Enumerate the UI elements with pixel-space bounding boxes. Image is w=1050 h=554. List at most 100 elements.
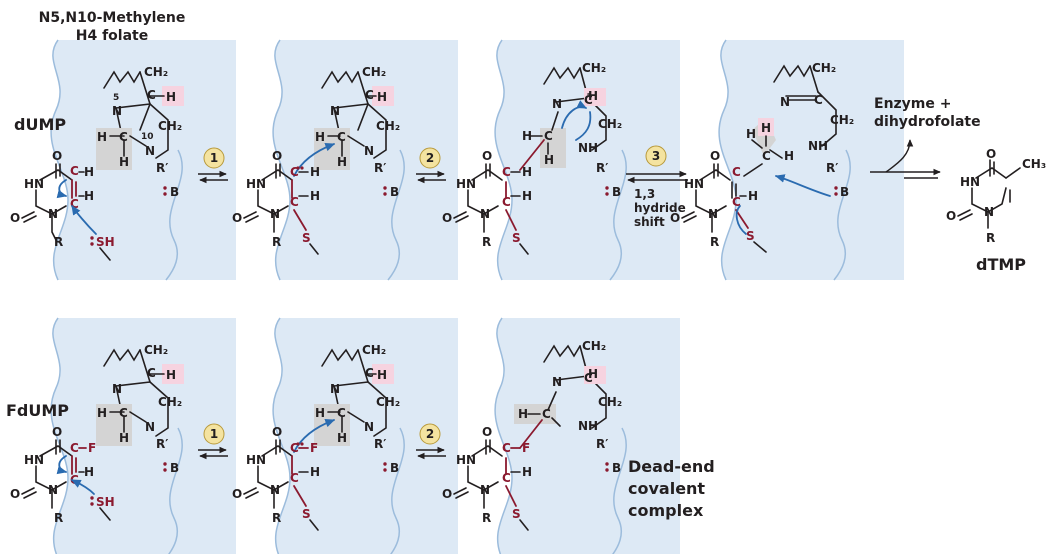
svg-text:N: N [480, 483, 490, 497]
svg-text:C: C [70, 197, 79, 211]
svg-text:CH₂: CH₂ [598, 395, 622, 409]
svg-text:R′: R′ [596, 437, 608, 451]
svg-text:S: S [512, 231, 521, 245]
svg-text:N: N [48, 483, 58, 497]
svg-text:CH₂: CH₂ [362, 343, 386, 357]
svg-text:H: H [522, 465, 532, 479]
svg-text:O: O [482, 425, 492, 439]
svg-text:H: H [310, 465, 320, 479]
svg-text:CH₂: CH₂ [830, 113, 854, 127]
panel-bottom-1-structures: N C CH₂ H CH₂ N R′ H C H O HN C C F H O … [10, 343, 184, 525]
svg-text:NH: NH [578, 141, 598, 155]
panel-top-4 [718, 39, 905, 281]
svg-text:H: H [748, 189, 758, 203]
svg-text:R′: R′ [826, 161, 838, 175]
cofactor-title-line1: N5,N10-Methylene [39, 10, 186, 26]
svg-text:N: N [330, 104, 340, 118]
substrate-label-bottom: FdUMP [6, 401, 69, 420]
svg-text:H: H [310, 165, 320, 179]
svg-text:O: O [232, 211, 242, 225]
svg-text:H: H [522, 165, 532, 179]
svg-text:NH: NH [808, 139, 828, 153]
svg-text:CH₂: CH₂ [812, 61, 836, 75]
svg-text:R′: R′ [596, 161, 608, 175]
svg-text:B: B [170, 185, 179, 199]
svg-text:O: O [482, 149, 492, 163]
svg-text:H: H [337, 431, 347, 445]
svg-text:C: C [119, 130, 128, 144]
svg-text:hydride: hydride [634, 201, 686, 215]
svg-text:R′: R′ [374, 161, 386, 175]
svg-text:B: B [612, 461, 621, 475]
svg-text:H: H [84, 465, 94, 479]
svg-text:C: C [502, 441, 511, 455]
svg-text:C: C [290, 441, 299, 455]
svg-text:R: R [272, 511, 281, 525]
svg-text:HN: HN [456, 177, 476, 191]
svg-text:N: N [552, 375, 562, 389]
svg-text:C: C [70, 441, 79, 455]
svg-text:H: H [588, 367, 598, 381]
svg-text:2: 2 [426, 427, 434, 441]
svg-text:1: 1 [210, 151, 218, 165]
svg-text:N: N [112, 382, 122, 396]
svg-text:H: H [84, 165, 94, 179]
svg-text:C: C [365, 88, 374, 102]
svg-text:R′: R′ [156, 161, 168, 175]
svg-text:1,3: 1,3 [634, 187, 655, 201]
svg-text:CH₂: CH₂ [144, 65, 168, 79]
svg-text:B: B [612, 185, 621, 199]
panel-top-4-structures: N C CH₂ CH₂ NH R′ H H H C O HN C C H O N… [670, 61, 854, 253]
svg-text:R′: R′ [374, 437, 386, 451]
svg-text:N: N [112, 104, 122, 118]
svg-text:C: C [147, 88, 156, 102]
svg-text:N: N [780, 95, 790, 109]
svg-text:C: C [290, 165, 299, 179]
svg-text:O: O [442, 487, 452, 501]
svg-text:O: O [272, 149, 282, 163]
svg-text:H: H [315, 406, 325, 420]
svg-text:CH₂: CH₂ [158, 395, 182, 409]
svg-text:HN: HN [960, 175, 980, 189]
svg-text:N: N [330, 382, 340, 396]
svg-text:R: R [272, 235, 281, 249]
svg-text:S: S [302, 507, 311, 521]
svg-text:O: O [52, 425, 62, 439]
svg-text:H: H [119, 431, 129, 445]
svg-text:CH₂: CH₂ [582, 61, 606, 75]
equilibrium-arrow-top-2: 2 [416, 147, 446, 184]
equilibrium-arrow-top-3: 3 1,3 hydride shift [626, 145, 688, 229]
svg-text:3: 3 [652, 149, 660, 163]
dead-end-line2: covalent [628, 479, 705, 498]
svg-text:C: C [502, 195, 511, 209]
svg-text:R: R [986, 231, 995, 245]
svg-text:C: C [502, 471, 511, 485]
svg-text:HN: HN [684, 177, 704, 191]
svg-text:N: N [270, 483, 280, 497]
product-release-arrow [870, 139, 941, 179]
svg-text:R: R [482, 511, 491, 525]
svg-text:B: B [170, 461, 179, 475]
svg-text:O: O [10, 211, 20, 225]
svg-text:C: C [70, 164, 79, 178]
dtmp-structure: O HN CH₃ O N R [946, 147, 1046, 245]
cofactor-title-line2: H4 folate [76, 28, 148, 44]
svg-text:H: H [746, 127, 756, 141]
panel-top-2-structures: N C CH₂ H CH₂ N R′ H C H O HN C C H H O … [232, 65, 400, 255]
svg-text:F: F [310, 441, 318, 455]
svg-text:H: H [518, 407, 528, 421]
svg-text:H: H [166, 368, 176, 382]
svg-text:C: C [732, 165, 741, 179]
svg-text:CH₂: CH₂ [376, 119, 400, 133]
svg-text:1: 1 [210, 427, 218, 441]
svg-text:C: C [814, 93, 823, 107]
panel-bottom-3-structures: N C CH₂ H CH₂ NH R′ H C O HN C C F H O N… [442, 339, 622, 531]
product-label: dTMP [976, 255, 1026, 274]
svg-text:CH₃: CH₃ [1022, 157, 1046, 171]
svg-text:H: H [315, 130, 325, 144]
svg-text:C: C [337, 406, 346, 420]
svg-text:HN: HN [246, 453, 266, 467]
svg-text:H: H [97, 406, 107, 420]
svg-text:O: O [10, 487, 20, 501]
